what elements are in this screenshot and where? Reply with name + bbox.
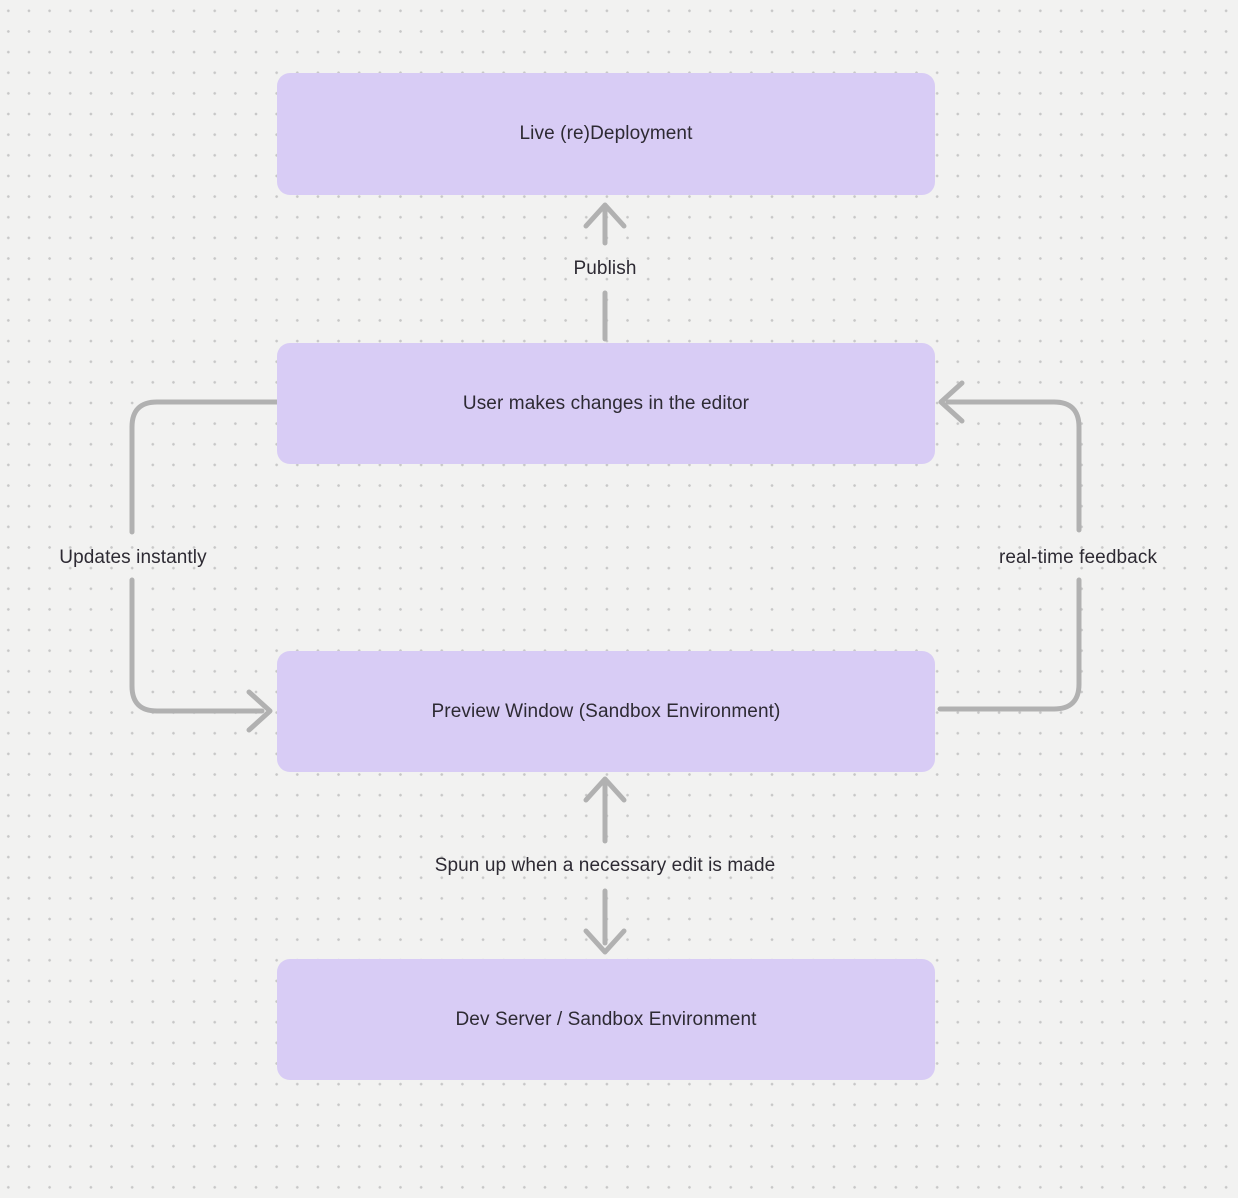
node-dev-server: Dev Server / Sandbox Environment <box>277 959 935 1080</box>
node-live-deployment: Live (re)Deployment <box>277 73 935 195</box>
edge-realtime-feedback-arrow <box>937 380 1082 712</box>
node-preview-window-label: Preview Window (Sandbox Environment) <box>431 700 781 722</box>
edge-label-spun-up: Spun up when a necessary edit is made <box>434 855 776 876</box>
node-preview-window: Preview Window (Sandbox Environment) <box>277 651 935 772</box>
edge-label-publish: Publish <box>573 258 637 279</box>
edge-label-updates-instantly: Updates instantly <box>59 547 207 568</box>
edge-label-realtime-feedback: real-time feedback <box>998 547 1158 568</box>
node-live-deployment-label: Live (re)Deployment <box>519 123 693 144</box>
node-editor-changes-label: User makes changes in the editor <box>462 392 750 414</box>
node-dev-server-label: Dev Server / Sandbox Environment <box>455 1008 757 1030</box>
node-editor-changes: User makes changes in the editor <box>277 343 935 464</box>
